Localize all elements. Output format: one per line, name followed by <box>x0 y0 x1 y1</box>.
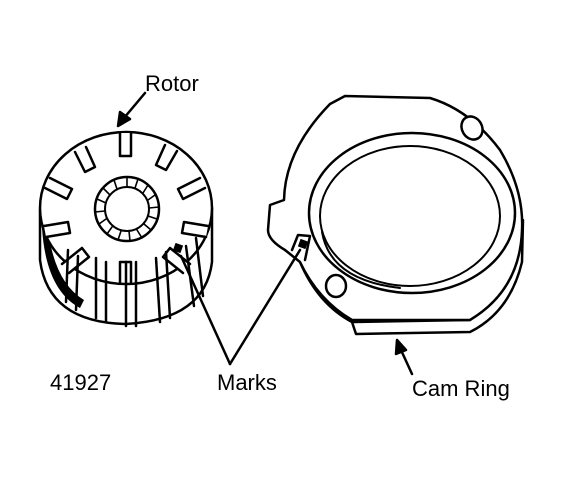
cam-ring-drawing <box>266 94 525 336</box>
figure-number: 41927 <box>50 370 112 395</box>
marks-label: Marks <box>217 370 277 395</box>
cam-ring-label: Cam Ring <box>412 376 510 401</box>
rotor-label: Rotor <box>145 71 199 96</box>
leader-lines <box>116 91 414 376</box>
rotor-drawing <box>38 130 214 328</box>
